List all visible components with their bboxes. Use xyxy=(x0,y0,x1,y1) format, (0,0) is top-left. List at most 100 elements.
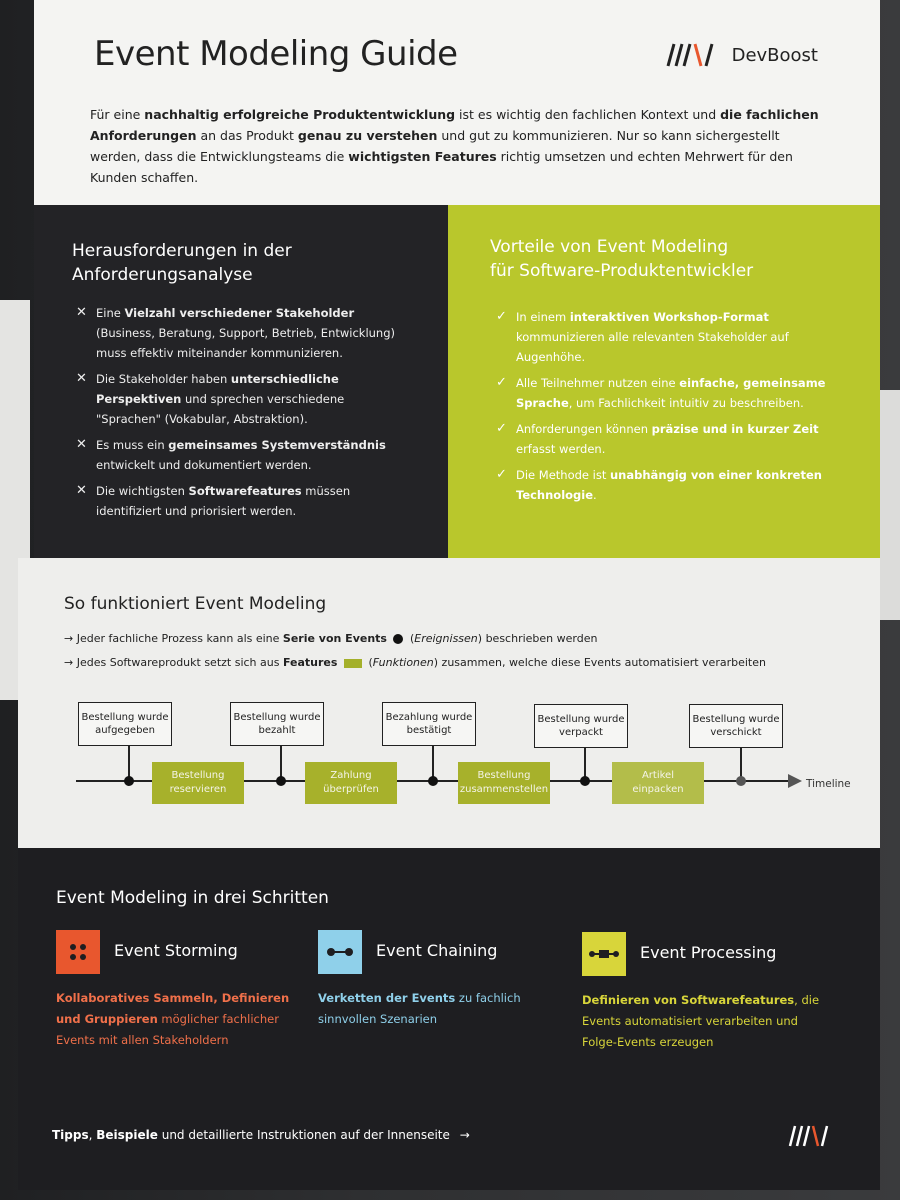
event-stem xyxy=(740,748,742,782)
step-title-processing: Event Processing xyxy=(640,943,777,962)
arrow-right-icon: → xyxy=(64,656,74,669)
bold-text: unabhängig von einer konkreten Technolog… xyxy=(516,468,822,502)
step-title-chaining: Event Chaining xyxy=(376,941,498,960)
check-icon: ✓ xyxy=(496,421,507,436)
cross-icon: ✕ xyxy=(76,371,87,386)
bold-text: gemeinsames Systemverständnis xyxy=(168,438,386,452)
bold-text: präzise und in kurzer Zeit xyxy=(651,422,819,436)
list-item: ✓Die Methode ist unabhängig von einer ko… xyxy=(492,465,842,505)
text: Für eine xyxy=(90,107,145,122)
event-dot-icon xyxy=(736,776,746,786)
event-box-line1: Bezahlung wurde xyxy=(385,712,473,723)
text: Die Methode ist xyxy=(516,468,610,482)
cross-icon: ✕ xyxy=(76,437,87,452)
event-box-line2: verschickt xyxy=(710,727,762,738)
list-item: ✕Die wichtigsten Softwarefeatures müssen… xyxy=(72,481,412,521)
text: Die wichtigsten xyxy=(96,484,189,498)
bold-text: unterschiedliche Perspektiven xyxy=(96,372,339,406)
flyer-sheet: Event Modeling Guide DevBoost Für eine n… xyxy=(18,0,880,1190)
page-title: Event Modeling Guide xyxy=(94,34,458,74)
bold-text: wichtigsten Features xyxy=(348,149,497,164)
list-item: ✓Alle Teilnehmer nutzen eine einfache, g… xyxy=(492,373,842,413)
how-bullet-features-post: zusammen, welche diese Events automatisi… xyxy=(438,656,766,669)
feature-box-line2: zusammenstellen xyxy=(459,784,549,795)
how-bullet-features: → Jedes Softwareprodukt setzt sich aus F… xyxy=(64,656,766,669)
text: entwickelt und dokumentiert werden. xyxy=(96,458,312,472)
bold-text: Softwarefeatures xyxy=(188,484,302,498)
list-item: ✓In einem interaktiven Workshop-Format k… xyxy=(492,307,842,367)
how-bullet-events: → Jeder fachliche Prozess kann als eine … xyxy=(64,632,598,645)
dots-grid-icon xyxy=(56,930,100,974)
text: . xyxy=(593,488,597,502)
brand: DevBoost xyxy=(662,42,818,68)
event-box: Bestellung wurde bezahlt xyxy=(230,702,324,746)
challenges-panel: Herausforderungen in der Anforderungsana… xyxy=(34,205,448,560)
event-box-line2: bestätigt xyxy=(406,725,452,736)
how-bullet-features-bold: Features xyxy=(282,656,338,669)
check-icon: ✓ xyxy=(496,375,507,390)
event-stem xyxy=(128,746,130,780)
footer-text[interactable]: Tipps, Beispiele und detaillierte Instru… xyxy=(52,1128,470,1142)
header-section: Event Modeling Guide DevBoost Für eine n… xyxy=(34,0,880,210)
challenges-list: ✕Eine Vielzahl verschiedener Stakeholder… xyxy=(72,303,412,527)
benefits-list: ✓In einem interaktiven Workshop-Format k… xyxy=(492,307,842,511)
text: , die Events automatisiert verarbeiten u… xyxy=(582,993,820,1049)
event-dot-icon xyxy=(428,776,438,786)
arrow-right-icon: → xyxy=(64,632,74,645)
benefits-title-line1: Vorteile von Event Modeling xyxy=(490,237,729,257)
feature-box-line2: reservieren xyxy=(169,784,227,795)
text: und sprechen verschiedene "Sprachen" (Vo… xyxy=(96,392,345,426)
event-dot-icon xyxy=(124,776,134,786)
timeline-label: Timeline xyxy=(806,778,851,790)
steps-title: Event Modeling in drei Schritten xyxy=(56,888,329,908)
challenges-title: Herausforderungen in der Anforderungsana… xyxy=(72,239,292,287)
text: Es muss ein xyxy=(96,438,169,452)
event-box-line2: bezahlt xyxy=(258,725,296,736)
timeline-arrow-icon xyxy=(788,774,802,788)
event-box: Bezahlung wurde bestätigt xyxy=(382,702,476,746)
text: Die Stakeholder haben xyxy=(96,372,231,386)
footer-sep: , xyxy=(88,1128,97,1142)
intro-text: Für eine nachhaltig erfolgreiche Produkt… xyxy=(90,104,830,188)
text: Eine xyxy=(96,306,125,320)
steps-section: Event Modeling in drei Schritten Event S… xyxy=(18,848,880,1190)
text: ist es wichtig den fachlichen Kontext un… xyxy=(455,107,721,122)
challenges-title-line2: Anforderungsanalyse xyxy=(72,265,253,285)
event-box-line1: Bestellung wurde xyxy=(233,712,321,723)
brand-name: DevBoost xyxy=(731,44,818,66)
arrow-right-icon: → xyxy=(459,1128,470,1142)
devboost-logo-icon xyxy=(666,43,714,67)
step-desc-storming: Kollaboratives Sammeln, Definieren und G… xyxy=(56,988,306,1051)
challenges-title-line1: Herausforderungen in der xyxy=(72,241,292,261)
footer-bold-tips: Tipps xyxy=(52,1128,89,1142)
text: , um Fachlichkeit intuitiv zu beschreibe… xyxy=(568,396,804,410)
event-stem xyxy=(584,748,586,782)
process-icon xyxy=(582,932,626,976)
chain-icon xyxy=(318,930,362,974)
text: (Business, Beratung, Support, Betrieb, E… xyxy=(96,326,396,360)
how-title: So funktioniert Event Modeling xyxy=(64,594,327,614)
event-dot-icon xyxy=(276,776,286,786)
text: Anforderungen können xyxy=(516,422,652,436)
how-bullet-events-pre: Jeder fachliche Prozess kann als eine xyxy=(76,632,283,645)
event-box-line1: Bestellung wurde xyxy=(692,714,780,725)
how-bullet-events-italic: Ereignissen xyxy=(414,632,478,645)
bold-text: einfache, gemeinsame Sprache xyxy=(516,376,826,410)
event-box-line2: verpackt xyxy=(559,727,603,738)
feature-box-line2: überprüfen xyxy=(323,784,379,795)
text: zu fachlich sinnvollen Szenarien xyxy=(318,991,521,1026)
event-dot-icon xyxy=(393,634,404,644)
feature-box-line1: Artikel xyxy=(641,770,674,781)
feature-box-line1: Zahlung xyxy=(330,770,372,781)
feature-box-line1: Bestellung xyxy=(171,770,225,781)
event-stem xyxy=(280,746,282,780)
comparison-section: Herausforderungen in der Anforderungsana… xyxy=(34,205,880,560)
text: kommunizieren alle relevanten Stakeholde… xyxy=(516,330,789,364)
bold-text: genau zu verstehen xyxy=(297,128,438,143)
event-stem xyxy=(432,746,434,780)
how-bullet-features-italic: Funktionen xyxy=(372,656,434,669)
event-box-line2: aufgegeben xyxy=(95,725,155,736)
